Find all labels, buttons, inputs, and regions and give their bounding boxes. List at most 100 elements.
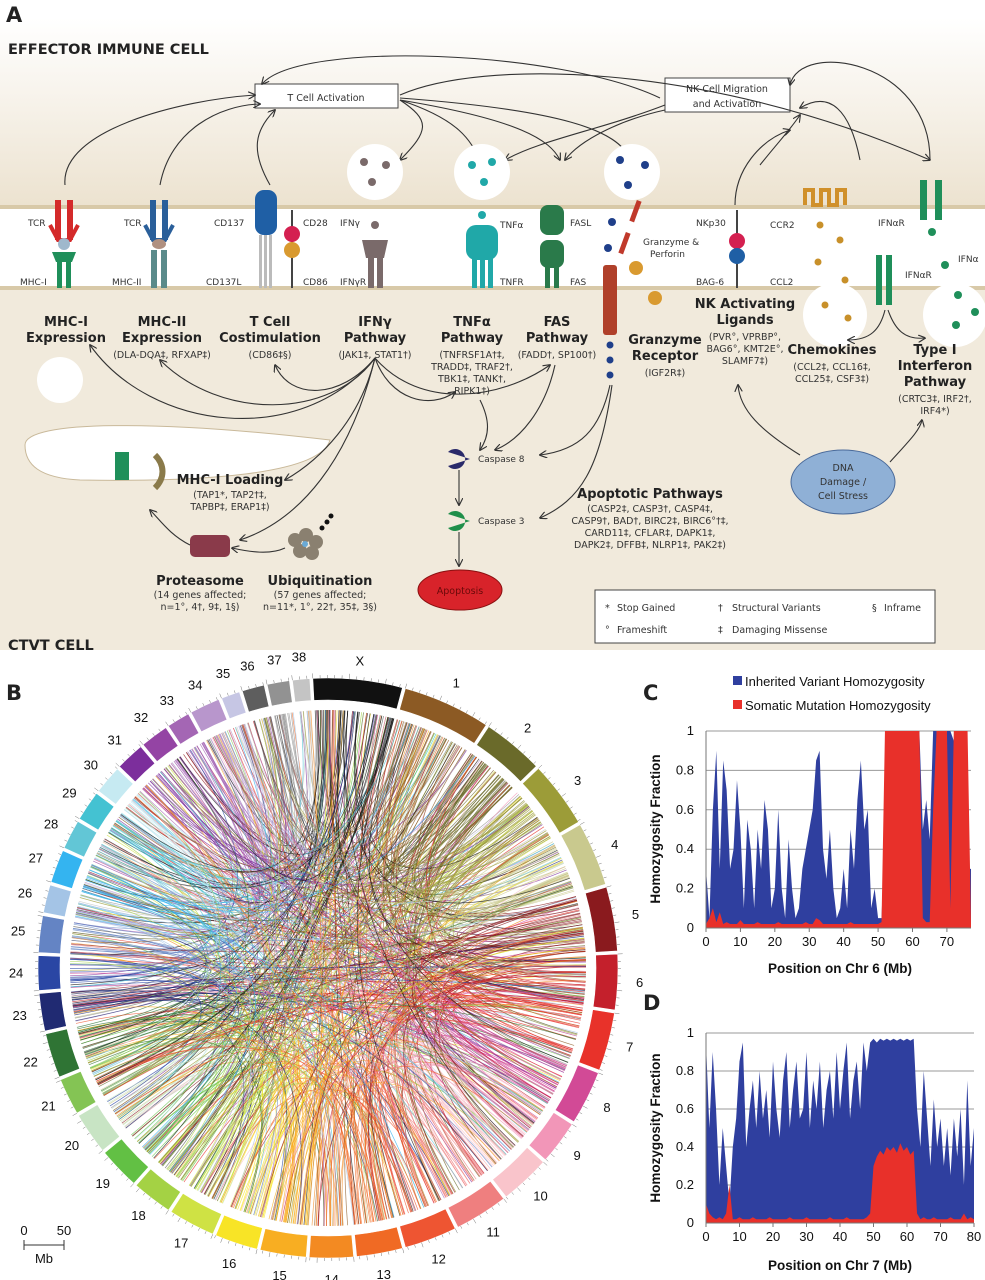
translocation-chord bbox=[133, 797, 576, 915]
chromosome-tick bbox=[93, 792, 96, 795]
chromosome-tick bbox=[595, 1079, 599, 1082]
translocation-chord bbox=[161, 717, 391, 1166]
translocation-chord bbox=[91, 1037, 383, 1221]
chromosome-tick bbox=[466, 1222, 469, 1226]
translocation-chord bbox=[274, 715, 443, 848]
translocation-chord bbox=[112, 720, 401, 871]
chromosome-label: 3 bbox=[574, 773, 581, 788]
chromosome-tick bbox=[478, 717, 481, 721]
chromosome-tick bbox=[579, 821, 585, 825]
translocation-chord bbox=[246, 1061, 542, 1214]
translocation-chord bbox=[108, 710, 320, 886]
chromosome-tick bbox=[268, 1252, 271, 1258]
translocation-chord bbox=[121, 916, 581, 1124]
translocation-chord bbox=[396, 735, 584, 1005]
chromosome-tick bbox=[56, 1080, 61, 1083]
legend-label: Frameshift bbox=[617, 625, 667, 636]
tcr-label: TCR bbox=[27, 219, 46, 229]
chromosome-label: 35 bbox=[216, 666, 230, 681]
cd137l-label: CD137L bbox=[206, 278, 241, 288]
translocation-chord bbox=[443, 861, 586, 966]
chromosome-tick bbox=[110, 1162, 114, 1165]
chromosome-tick bbox=[543, 1161, 548, 1166]
translocation-chord bbox=[70, 749, 238, 982]
chromosome-tick bbox=[122, 759, 125, 762]
chromosome-tick bbox=[590, 842, 594, 845]
translocation-chord bbox=[86, 794, 218, 1061]
chromosome-segment-7 bbox=[578, 1009, 615, 1071]
translocation-chord bbox=[320, 710, 504, 1158]
translocation-chord bbox=[72, 764, 488, 940]
chromosome-tick bbox=[165, 1210, 169, 1215]
translocation-chord bbox=[166, 872, 568, 1170]
chromosome-label: 37 bbox=[267, 653, 281, 668]
translocation-chord bbox=[361, 713, 569, 1063]
translocation-chord bbox=[354, 711, 538, 870]
chromosome-tick bbox=[178, 715, 181, 719]
ccr2-label: CCR2 bbox=[770, 221, 795, 231]
chromosome-tick bbox=[613, 1019, 617, 1022]
chromosome-tick bbox=[46, 880, 52, 883]
translocation-chord bbox=[71, 921, 582, 952]
legend-label: Damaging Missense bbox=[732, 625, 828, 636]
chromosome-segment-18 bbox=[135, 1168, 182, 1211]
chromosome-tick bbox=[595, 855, 601, 858]
scale-bar-start: 0 bbox=[20, 1223, 27, 1238]
chromosome-label: 19 bbox=[96, 1176, 110, 1191]
y-tick-label: 0 bbox=[687, 920, 694, 935]
chromosome-tick bbox=[104, 1157, 109, 1161]
translocation-chord bbox=[98, 732, 268, 903]
chromosome-tick bbox=[488, 722, 492, 727]
pathway-ifng: IFNγ Pathway (JAK1‡, STAT1†) bbox=[338, 315, 411, 361]
chromosome-tick bbox=[88, 798, 92, 801]
y-tick-label: 0.8 bbox=[676, 762, 694, 777]
x-tick-label: 80 bbox=[967, 1229, 981, 1244]
y-tick-label: 0.6 bbox=[676, 1101, 694, 1116]
chromosome-tick bbox=[135, 1188, 140, 1193]
chromosome-tick bbox=[262, 682, 264, 686]
chromosome-tick bbox=[51, 1063, 55, 1065]
translocation-chord bbox=[254, 710, 338, 1216]
translocation-chord bbox=[253, 715, 384, 848]
translocation-chord bbox=[104, 710, 323, 903]
x-tick-label: 0 bbox=[702, 934, 709, 949]
fas-receptor-icon bbox=[540, 205, 564, 288]
chromosome-tick bbox=[592, 1086, 596, 1088]
chromosome-tick bbox=[366, 1255, 368, 1261]
translocation-chord bbox=[414, 784, 574, 1050]
granzyme-perforin-icon bbox=[603, 144, 662, 379]
chromosome-label: 26 bbox=[18, 885, 32, 900]
circos-ring: X123456789101112131415161718192021222324… bbox=[9, 649, 643, 1280]
cd28-label: CD28 bbox=[303, 219, 328, 229]
chromosome-tick bbox=[606, 1048, 612, 1051]
dna-damage-label: Cell Stress bbox=[818, 491, 868, 502]
chromosome-segment-19 bbox=[104, 1138, 149, 1184]
chromosome-tick bbox=[459, 706, 462, 710]
translocation-chord bbox=[450, 904, 579, 1098]
nk-migration-label-line2: and Activation bbox=[693, 99, 761, 110]
chromosome-tick bbox=[569, 806, 573, 809]
translocation-chord bbox=[102, 745, 459, 1095]
chromosome-tick bbox=[555, 1147, 558, 1151]
chromosome-tick bbox=[511, 741, 515, 745]
chromosome-tick bbox=[573, 812, 577, 815]
translocation-chord bbox=[71, 989, 498, 1164]
chromosome-tick bbox=[614, 921, 620, 923]
translocation-chord bbox=[74, 713, 298, 1019]
translocation-chord bbox=[264, 717, 528, 868]
chromosome-tick bbox=[146, 737, 149, 741]
translocation-chord bbox=[160, 965, 586, 1165]
chromosome-tick bbox=[548, 777, 551, 780]
circos-chords bbox=[69, 709, 587, 1227]
chromosome-label: 15 bbox=[272, 1268, 286, 1280]
x-tick-label: 0 bbox=[702, 1229, 709, 1244]
chromosome-tick bbox=[265, 679, 268, 685]
chromosome-tick bbox=[503, 1198, 507, 1203]
mhc-loading-genes: (TAP1*, TAP2†‡, bbox=[193, 490, 267, 501]
translocation-chord bbox=[343, 710, 516, 1146]
pathway-title: Pathway bbox=[526, 331, 589, 346]
translocation-chord bbox=[176, 714, 375, 881]
translocation-chord bbox=[255, 710, 315, 1216]
translocation-chord bbox=[114, 742, 455, 1114]
chromosome-label: 17 bbox=[174, 1235, 188, 1250]
